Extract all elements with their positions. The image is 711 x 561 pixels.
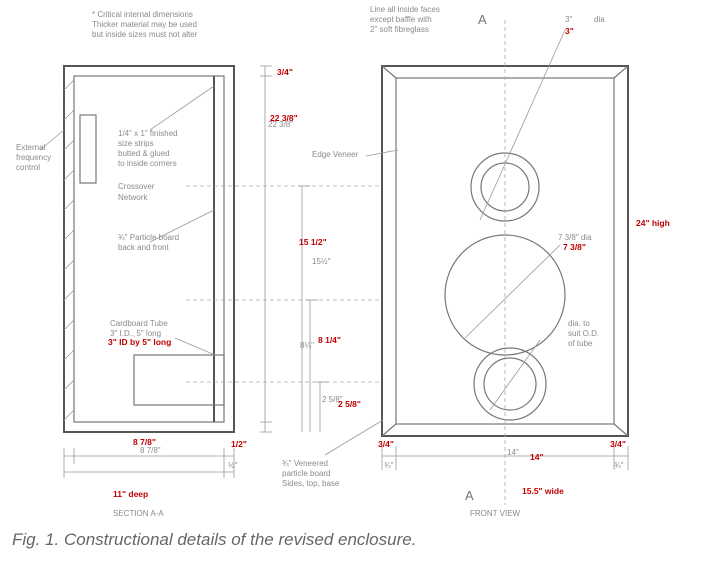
note-critical-2: Thicker material may be used: [92, 20, 197, 29]
note-veneered-2: particle board: [282, 469, 330, 478]
annotation-dia-7-3-8: 7 3/8": [563, 242, 586, 252]
note-dia-bot-3: of tube: [568, 339, 593, 348]
annotation-14: 14": [530, 452, 544, 462]
note-external-1: External: [16, 143, 46, 152]
annotation-22-3-8: 22 3/8": [270, 113, 298, 123]
note-lining-3: 2" soft fibreglass: [370, 25, 429, 34]
annotation-width: 15.5" wide: [522, 486, 564, 496]
section-outer-outline: [63, 65, 235, 433]
note-tube-2: 3" I.D., 5" long: [110, 329, 161, 338]
section-view: [39, 65, 380, 433]
note-particle-2: back and front: [118, 243, 169, 252]
dim-printed-14: 14": [507, 448, 519, 457]
crossover-network-box: [79, 114, 97, 184]
note-veneered-3: Sides, top, base: [282, 479, 340, 488]
red-annotations: 3/4" 22 3/8" 3" 15 1/2" 8 1/4" 2 5/8" 3"…: [108, 26, 670, 499]
cardboard-tube: [133, 354, 225, 406]
note-particle-1: ¾" Particle board: [118, 233, 179, 242]
note-crossover-2: Network: [118, 193, 148, 202]
note-strips-2: size strips: [118, 139, 154, 148]
note-external-3: control: [16, 163, 40, 172]
figure-caption: Fig. 1. Constructional details of the re…: [12, 530, 417, 549]
note-critical-1: * Critical internal dimensions: [92, 10, 193, 19]
annotation-half: 1/2": [231, 439, 247, 449]
note-strips-4: to inside corners: [118, 159, 177, 168]
note-strips-3: butted & glued: [118, 149, 170, 158]
note-critical-3: but inside sizes must not alter: [92, 30, 198, 39]
note-tube-1: Cardboard Tube: [110, 319, 168, 328]
annotation-dia-3: 3": [565, 26, 574, 36]
dim-printed-22-3-8: 22 3/8": [268, 120, 293, 129]
dim-printed-half: ½": [228, 461, 238, 470]
annotation-tube: 3" ID by 5" long: [108, 337, 171, 347]
left-wall-hatching: [63, 79, 75, 421]
note-external-2: frequency: [16, 153, 51, 162]
annotation-top-3-4: 3/4": [277, 67, 293, 77]
annotation-15-1-2: 15 1/2": [299, 237, 327, 247]
dim-printed-8-quarter: 8¼": [300, 341, 314, 350]
section-inner-outline: [73, 75, 225, 423]
note-dia-top-2: dia: [594, 15, 605, 24]
note-dia-bot-2: suit O.D.: [568, 329, 599, 338]
note-strips-1: 1/4" x 1" finished: [118, 129, 178, 138]
label-section: SECTION A-A: [113, 509, 164, 518]
label-front-view: FRONT VIEW: [470, 509, 521, 518]
port-inner: [483, 357, 537, 411]
annotation-8-7-8: 8 7/8": [133, 437, 156, 447]
note-dia-top-1: 3": [565, 15, 572, 24]
annotation-3-4-left: 3/4": [378, 439, 394, 449]
annotation-height: 24" high: [636, 218, 670, 228]
note-crossover-1: Crossover: [118, 182, 155, 191]
annotation-8-1-4: 8 1/4": [318, 335, 341, 345]
annotation-2-5-8: 2 5/8": [338, 399, 361, 409]
section-mark-top: A: [478, 12, 487, 27]
dim-printed-3-4-b: ¾": [614, 461, 624, 470]
woofer-cutout: [444, 234, 566, 356]
dim-printed-3-4-a: ¾": [384, 461, 394, 470]
note-veneered-1: ¾" Veneered: [282, 459, 328, 468]
section-mark-bottom: A: [465, 488, 474, 503]
note-lining-2: except baffle with: [370, 15, 432, 24]
annotation-depth: 11" deep: [113, 489, 148, 499]
dim-printed-15-half: 15½": [312, 257, 331, 266]
dim-printed-2-5-8: 2 5/8": [322, 395, 343, 404]
note-dia-bot-1: dia. to: [568, 319, 590, 328]
port-cutout: [473, 347, 547, 421]
printed-notes: * Critical internal dimensions Thicker m…: [16, 5, 624, 518]
front-view: [324, 20, 629, 505]
note-dia-mid: 7 3/8" dia: [558, 233, 592, 242]
vertical-dimensions: [260, 65, 328, 433]
note-lining-1: Line all inside faces: [370, 5, 440, 14]
note-edge-veneer: Edge Veneer: [312, 150, 359, 159]
front-bottom-dimensions: [381, 446, 629, 470]
dim-printed-8-7-8: 8 7/8": [140, 446, 161, 455]
section-bottom-dimensions: [63, 448, 235, 478]
annotation-3-4-right: 3/4": [610, 439, 626, 449]
